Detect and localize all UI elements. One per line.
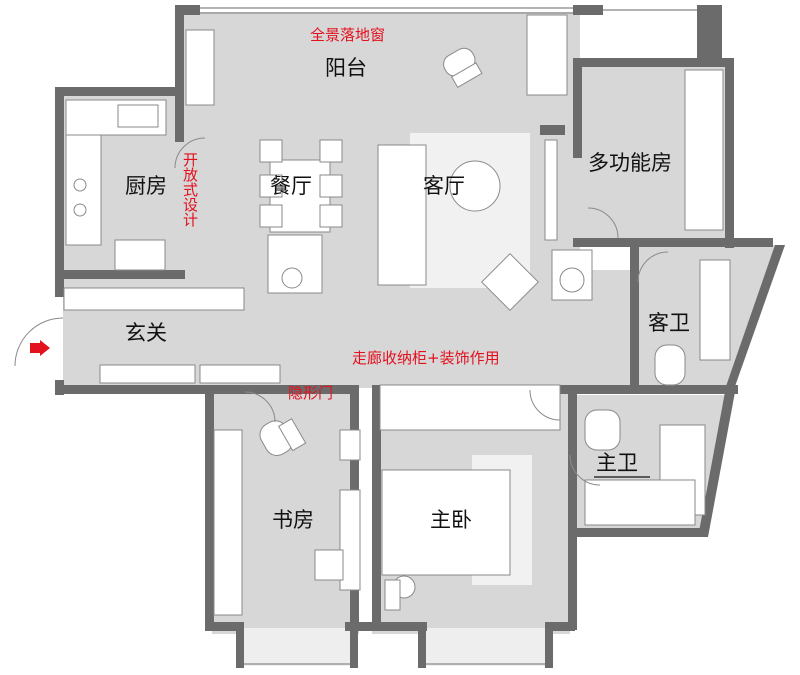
note-corridor-storage: 走廊收纳柜+装饰作用 [352,349,500,367]
shoe-cabinet [63,287,245,311]
label-master-bath: 主卫 [596,451,638,475]
note-panoramic-window: 全景落地窗 [310,26,385,44]
label-living: 客厅 [423,174,465,198]
study-stand [339,429,361,461]
kitchen-door-swing [174,137,206,169]
armchair [481,253,539,311]
fridge [114,239,166,271]
note-hidden-door: 隐形门 [288,384,333,402]
dining-chair [319,139,343,163]
study-stool [314,549,344,581]
multi-room-cabinet [684,69,724,231]
toilet [654,344,686,386]
corridor-storage [379,384,561,431]
balcony-cabinet-right [526,14,568,96]
sofa [377,144,427,286]
windows [200,7,697,665]
study-desk [339,489,361,591]
corridor-cabinet [199,364,281,384]
study-bookshelf [213,429,243,616]
balcony-chair [443,47,483,89]
study-door-swing [244,391,276,423]
annotations: 全景落地窗 走廊收纳柜+装饰作用 隐形门 开放式设计 [181,26,500,402]
entry-door-swing [14,317,64,367]
dining-chair [259,174,283,198]
dining-chair [259,139,283,163]
room-labels: 阳台 厨房 餐厅 客厅 多功能房 玄关 客卫 书房 主卧 主卫 [125,56,690,532]
label-study: 书房 [272,508,314,532]
label-master-bedroom: 主卧 [430,508,472,532]
stool [281,267,303,289]
shower-area [699,259,731,361]
label-entrance: 玄关 [125,321,167,345]
study-chair [259,418,307,456]
bedside-table [384,579,401,611]
washbasin [559,267,585,293]
balcony-cabinet-left [185,29,215,106]
entry-arrow-icon [30,340,50,356]
master-bath-door-swing [569,454,601,486]
label-balcony: 阳台 [325,56,367,80]
master-toilet [584,409,621,451]
label-multi-function-room: 多功能房 [588,151,672,175]
multi-room-door-swing [587,207,619,239]
dining-chair [259,204,283,228]
guest-bath-door-swing [637,251,669,283]
doors [14,137,669,486]
master-door-swing [529,389,561,421]
master-bathtub [584,479,696,526]
note-open-design: 开放式设计 [181,152,199,227]
dining-chair [319,204,343,228]
master-bed [381,469,511,576]
dining-chair [319,174,343,198]
label-dining: 餐厅 [270,174,312,198]
label-kitchen: 厨房 [125,174,167,198]
label-guest-bath: 客卫 [648,311,690,335]
walls [55,5,785,668]
coffee-table [449,160,501,212]
entrance-bench [99,364,196,384]
sink [117,104,159,128]
tv-cabinet [544,139,558,241]
